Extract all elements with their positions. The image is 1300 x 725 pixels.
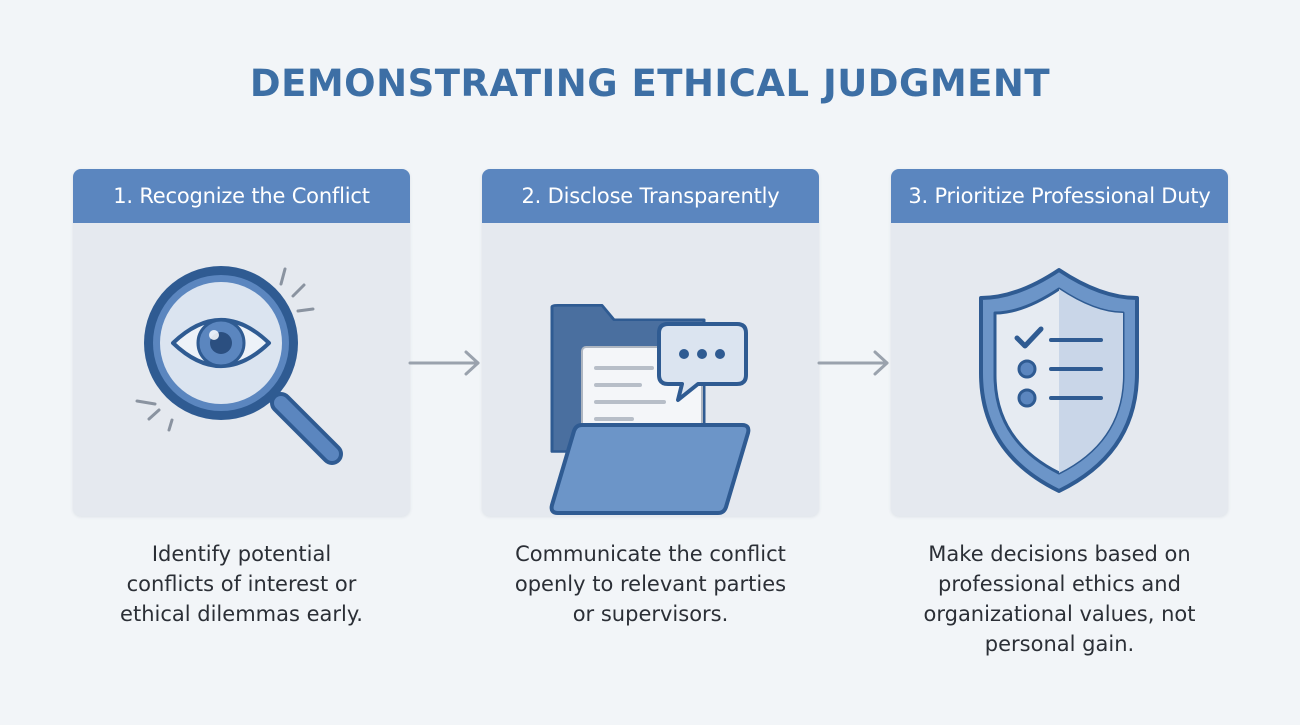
arrow-right-icon xyxy=(817,350,889,376)
shield-checklist-icon xyxy=(979,268,1139,493)
folder-speech-bubble-icon xyxy=(549,304,751,515)
step-description: Identify potential conflicts of interest… xyxy=(120,542,363,626)
step-header: 1. Recognize the Conflict xyxy=(73,169,410,223)
step-card-prioritize: 3. Prioritize Professional Duty xyxy=(891,169,1228,516)
step-header: 3. Prioritize Professional Duty xyxy=(891,169,1228,223)
arrow-right-icon xyxy=(408,350,480,376)
step-header: 2. Disclose Transparently xyxy=(482,169,819,223)
step-description: Make decisions based on professional eth… xyxy=(923,542,1196,656)
step-card-recognize: 1. Recognize the Conflict xyxy=(73,169,410,516)
step-description: Communicate the conflict openly to relev… xyxy=(514,542,787,626)
page-title: DEMONSTRATING ETHICAL JUDGMENT xyxy=(249,62,1051,105)
magnifying-glass-eye-icon xyxy=(135,266,343,465)
step-card-disclose: 2. Disclose Transparently xyxy=(482,169,819,516)
